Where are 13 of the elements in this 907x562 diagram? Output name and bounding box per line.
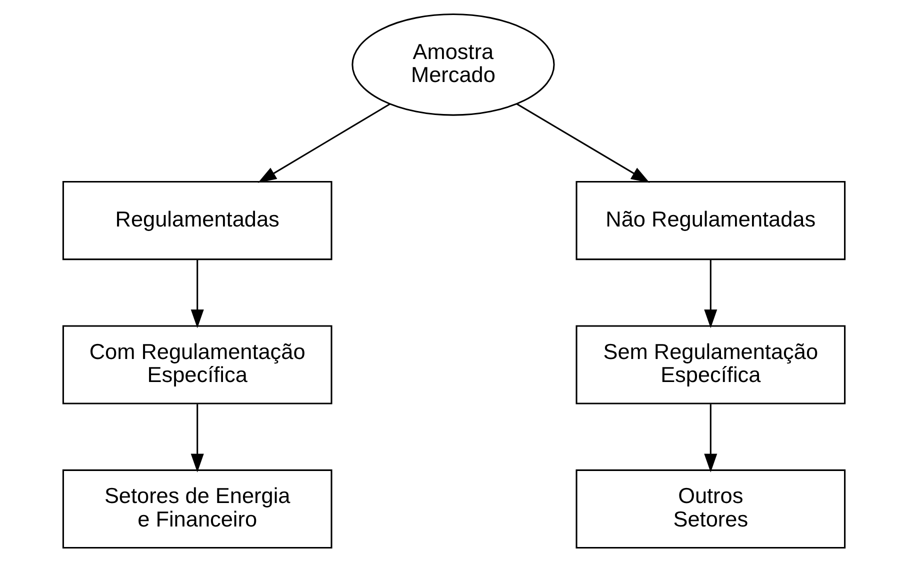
node-box: Outros Setores [575,469,846,548]
node-box: Regulamentadas [62,180,332,260]
node-box: Sem Regulamentação Específica [575,325,846,404]
node-ellipse: Amostra Mercado [351,14,554,116]
arrow [516,103,650,183]
node-box: Setores de Energia e Financeiro [62,469,332,548]
arrow [190,404,204,472]
arrow [257,103,390,183]
arrow [704,260,717,328]
arrow [704,404,717,472]
node-box: Com Regulamentação Específica [62,325,332,404]
arrow [190,260,204,328]
node-box: Não Regulamentadas [575,180,846,260]
